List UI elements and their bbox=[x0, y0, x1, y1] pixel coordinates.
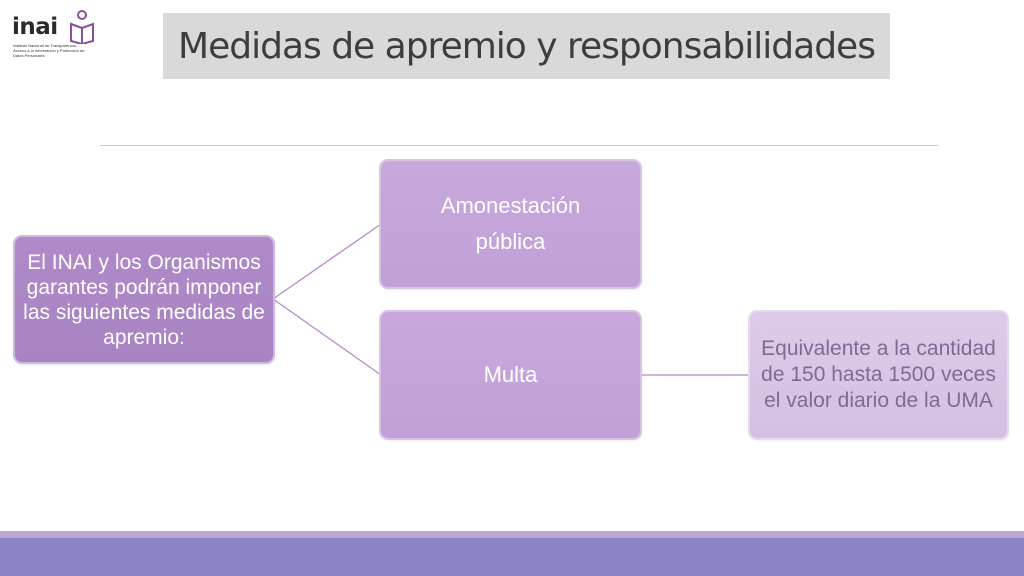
divider bbox=[100, 145, 938, 146]
main-node: El INAI y los Organismos garantes podrán… bbox=[15, 237, 273, 362]
title-banner: Medidas de apremio y responsabilidades bbox=[163, 13, 890, 79]
amonestacion-line2: pública bbox=[475, 229, 546, 254]
equivalente-text: Equivalente a la cantidad de 150 hasta 1… bbox=[761, 337, 996, 412]
inai-logo: inai Instituto Nacional de Transparencia… bbox=[12, 10, 94, 58]
connector-main-amonestacion bbox=[272, 223, 382, 300]
connector-main-multa bbox=[272, 298, 382, 376]
equivalente-node: Equivalente a la cantidad de 150 hasta 1… bbox=[750, 312, 1007, 438]
page-title: Medidas de apremio y responsabilidades bbox=[178, 25, 876, 67]
amonestacion-line1: Amonestación bbox=[440, 193, 581, 218]
multa-text: Multa bbox=[483, 362, 538, 387]
logo-wordmark: inai bbox=[12, 14, 58, 40]
logo-person-book-icon bbox=[70, 10, 94, 44]
logo-wordmark-text: inai bbox=[12, 14, 58, 40]
logo-subtitle: Instituto Nacional de Transparencia, Acc… bbox=[13, 43, 85, 58]
main-node-text: El INAI y los Organismos garantes podrán… bbox=[23, 250, 265, 349]
amonestacion-node: Amonestación pública bbox=[381, 161, 640, 287]
footer-band-accent bbox=[0, 531, 1024, 538]
multa-node: Multa bbox=[381, 312, 640, 438]
footer-band bbox=[0, 538, 1024, 576]
